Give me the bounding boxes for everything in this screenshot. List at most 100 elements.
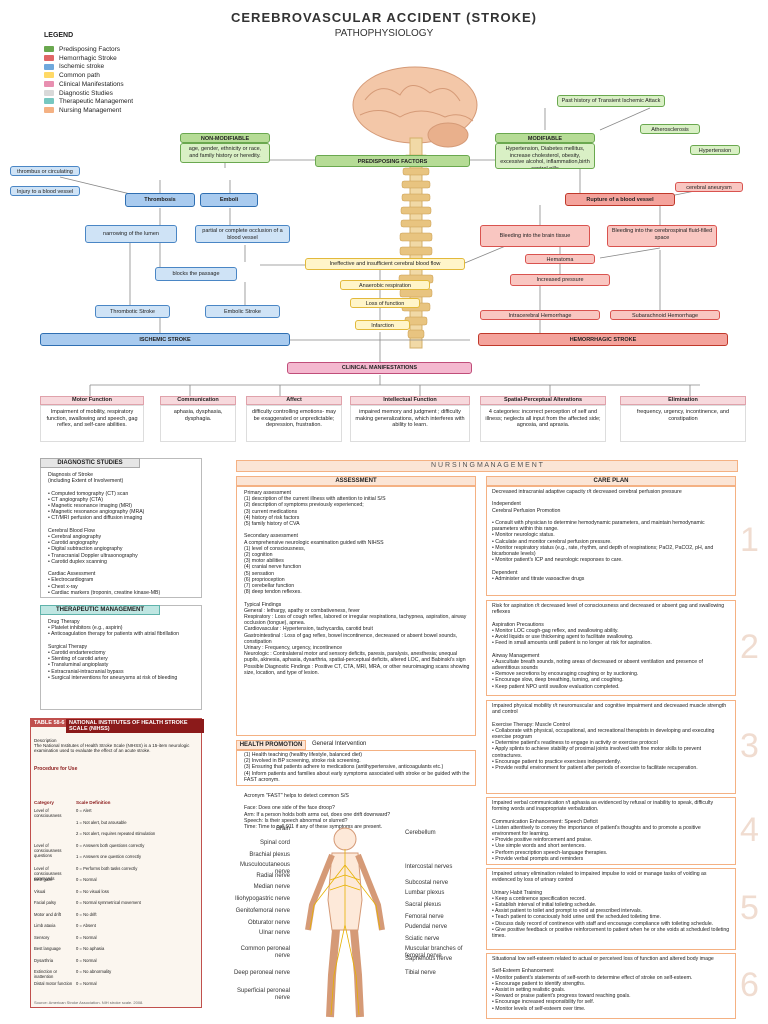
embolic-stroke: Embolic Stroke xyxy=(205,305,280,318)
nihss-category: Best gaze xyxy=(34,877,53,882)
careplan-text: Impaired verbal communication r/t aphasi… xyxy=(492,800,714,862)
careplan-text: Situational low self-esteem related to a… xyxy=(492,956,714,1012)
manifestation-header: Motor Function xyxy=(40,396,144,405)
legend-label: Ischemic stroke xyxy=(59,63,105,71)
nerve-label-left: Superficial peroneal nerve xyxy=(236,988,290,1001)
hemorrhagic-stroke: HEMORRHAGIC STROKE xyxy=(478,333,728,346)
non-modifiable-text: age, gender, ethnicity or race, and fami… xyxy=(180,143,270,163)
manifestation-text: impaired memory and judgment ; difficult… xyxy=(350,405,470,442)
nihss-definition: 0 = Normal xyxy=(76,877,97,882)
nerve-label-left: Common peroneal nerve xyxy=(240,946,290,959)
therapeutic-header: THERAPEUTIC MANAGEMENT xyxy=(40,605,160,615)
nihss-description: Description The National Institutes of H… xyxy=(34,738,190,754)
rupture-blood-vessel: Rupture of a blood vessel xyxy=(565,193,675,206)
infarction: Infarction xyxy=(355,320,410,330)
nihss-category: Level of consciousness commands xyxy=(34,865,62,881)
nerve-label-left: Iliohypogastric nerve xyxy=(234,896,290,902)
legend-label: Clinical Manifestations xyxy=(59,80,124,88)
hypertension: Hypertension xyxy=(690,145,740,155)
nerve-label-right: Sciatic nerve xyxy=(405,936,440,942)
nerve-label-left: Brachial plexus xyxy=(249,852,290,858)
assessment-text: Primary assessment (1) description of th… xyxy=(244,490,470,676)
thrombotic-stroke: Thrombotic Stroke xyxy=(95,305,170,318)
nerve-label-left: Deep peroneal nerve xyxy=(233,970,290,976)
careplan-number: 4 xyxy=(740,811,759,849)
manifestation-text: frequency, urgency, incontinence, and co… xyxy=(620,405,746,442)
careplan-box xyxy=(486,600,736,696)
legend-label: Hemorrhagic Stroke xyxy=(59,54,117,62)
legend-item: Ischemic stroke xyxy=(44,63,104,71)
careplan-number: 6 xyxy=(740,966,759,1004)
modifiable-header: MODIFIABLE xyxy=(495,133,595,143)
careplan-text: Impaired physical mobility r/t neuromusc… xyxy=(492,703,727,772)
health-promotion-header: HEALTH PROMOTION xyxy=(236,740,306,750)
nerve-label-left: Radial nerve xyxy=(256,873,290,879)
legend-item: Common path xyxy=(44,72,100,80)
nihss-definition: 0 = No aphasia xyxy=(76,946,105,951)
nihss-category: Limb ataxia xyxy=(34,923,56,928)
nihss-badge: TABLE 58-6 xyxy=(31,719,68,727)
nerve-label-left: Median nerve xyxy=(253,884,290,890)
thrombus-debris: thrombus or circulating debris xyxy=(10,166,80,176)
careplan-box xyxy=(486,797,736,865)
non-modifiable-header: NON-MODIFIABLE xyxy=(180,133,270,143)
nerve-label-left: Obturator nerve xyxy=(247,920,290,926)
careplan-number: 5 xyxy=(740,889,759,927)
legend-item: Nursing Management xyxy=(44,107,121,115)
manifestation-text: aphasia, dysphasia, dysphagia. xyxy=(160,405,236,442)
nihss-category: Motor and drift xyxy=(34,911,61,917)
nihss-col-category: Category xyxy=(34,800,54,805)
nihss-category: Visual xyxy=(34,888,46,894)
nerve-label-right: Sacral plexus xyxy=(405,902,442,908)
nihss-definition: 0 = No visual loss xyxy=(76,888,109,894)
loss-of-function: Loss of function xyxy=(350,298,420,308)
ineffective-blood-flow: Ineffective and insufficient cerebral bl… xyxy=(305,258,465,270)
nerve-label-right: Lumbar plexus xyxy=(405,890,445,896)
nihss-category: Level of consciousness questions xyxy=(34,842,62,858)
nihss-category: Level of consciousness xyxy=(34,808,62,818)
atherosclerosis: Atherosclerosis xyxy=(640,124,700,134)
narrowing-lumen: narrowing of the lumen xyxy=(85,225,177,243)
nihss-definition: 0 = No abnormality xyxy=(76,969,112,974)
nihss-category: Sensory xyxy=(34,934,50,940)
manifestation-text: difficulty controlling emotions- may be … xyxy=(246,405,342,442)
nerve-label-right: Tibial nerve xyxy=(405,970,436,976)
nihss-definition: 1 = Answers one question correctly xyxy=(76,854,142,859)
legend-item: Therapeutic Management xyxy=(44,98,133,106)
diagnostic-header: DIAGNOSTIC STUDIES xyxy=(40,458,140,468)
manifestation-header: Affect xyxy=(246,396,342,405)
manifestation-text: 4 categories: incorrect perception of se… xyxy=(480,405,606,442)
nerve-label-right: Muscular branches of femoral nerve xyxy=(405,946,463,959)
nerve-label-left: Spinal cord xyxy=(259,840,290,846)
manifestation-header: Communication xyxy=(160,396,236,405)
nursing-header: N U R S I N G M A N A G E M E N T xyxy=(236,460,738,472)
nerve-label-right: Intercostal nerves xyxy=(405,864,453,870)
careplan-box xyxy=(486,486,736,596)
nerve-label-right: Femoral nerve xyxy=(405,914,444,920)
nihss-table xyxy=(30,718,202,1008)
careplan-number: 2 xyxy=(740,628,759,666)
nihss-definition: 0 = No drift xyxy=(76,911,97,917)
nihss-procedure: Procedure for Use xyxy=(34,766,78,772)
hematoma: Hematoma xyxy=(525,254,595,264)
nihss-definition: 0 = Normal xyxy=(76,957,97,963)
nerve-label-right: Saphenous nerve xyxy=(405,956,453,962)
legend-label: Diagnostic Studies xyxy=(59,89,113,97)
legend-label: Therapeutic Management xyxy=(59,98,134,106)
careplan-number: 3 xyxy=(740,727,759,765)
thrombosis: Thrombosis xyxy=(125,193,195,207)
legend-heading: LEGEND xyxy=(44,32,74,39)
predisposing-factors: PREDISPOSING FACTORS xyxy=(315,155,470,167)
cerebral-aneurysm: cerebral aneurysm xyxy=(675,182,743,192)
legend-item: Diagnostic Studies xyxy=(44,90,113,98)
page-title: CEREBROVASCULAR ACCIDENT (STROKE) xyxy=(231,10,537,25)
careplan-box xyxy=(486,868,736,950)
nihss-definition: 0 = Absent xyxy=(76,923,96,928)
legend-swatch xyxy=(44,72,54,79)
assessment-panel xyxy=(236,486,476,736)
careplan-text: Impaired urinary elimination related to … xyxy=(492,871,730,940)
health-promotion-text: (1) Health teaching (healthy lifestyle, … xyxy=(244,752,470,783)
bleeding-brain-tissue: Bleeding into the brain tissue xyxy=(480,225,590,247)
careplan-box xyxy=(486,953,736,1019)
